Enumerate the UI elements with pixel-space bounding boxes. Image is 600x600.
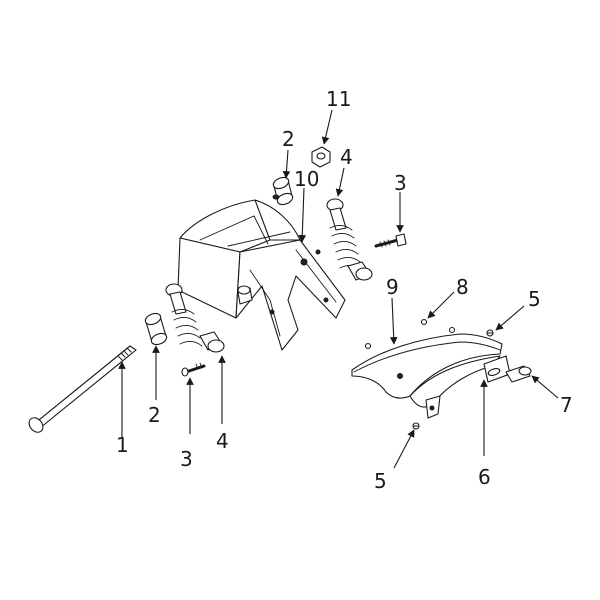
leader-11 — [321, 109, 333, 145]
callout-7: 7 — [560, 393, 573, 417]
callout-6: 6 — [478, 465, 491, 489]
bushing-part-2-upper — [272, 176, 294, 206]
callout-2-lower: 2 — [148, 403, 161, 427]
leader-8 — [427, 291, 455, 319]
screws-part-8 — [364, 318, 456, 350]
callout-8: 8 — [456, 275, 469, 299]
callout-3-lower: 3 — [180, 447, 193, 471]
fender-part-9 — [351, 333, 511, 419]
callout-10: 10 — [294, 167, 319, 191]
leader-5-lower — [393, 429, 415, 469]
callout-numbers: 1 2 3 4 2 10 11 4 3 9 8 5 7 6 5 — [116, 87, 573, 493]
callout-5-lower: 5 — [374, 469, 387, 493]
shock-absorber-part-4-lower — [165, 283, 225, 353]
leader-10 — [298, 187, 307, 243]
bolt-part-3-upper — [374, 233, 407, 248]
leader-2-upper — [282, 149, 291, 179]
leader-4-upper — [335, 167, 345, 197]
swing-arm-frame-part-10 — [177, 199, 346, 351]
leader-7 — [531, 375, 559, 399]
screw-part-5-lower — [412, 422, 420, 430]
callout-4-upper: 4 — [340, 145, 353, 169]
callout-11: 11 — [326, 87, 351, 111]
nut-part-11 — [311, 146, 331, 168]
leader-5-upper — [495, 305, 525, 331]
callout-1: 1 — [116, 433, 129, 457]
leader-lines — [118, 109, 559, 469]
axle-bolt-part-1 — [28, 345, 137, 433]
shock-absorber-part-4-upper — [326, 198, 373, 281]
callout-4-lower: 4 — [216, 429, 229, 453]
callout-9: 9 — [386, 275, 399, 299]
spacer-part-7 — [505, 365, 532, 383]
callout-2-upper: 2 — [282, 127, 295, 151]
bushing-part-2-lower — [144, 312, 168, 346]
bolt-part-3-lower — [181, 362, 206, 377]
callout-5-upper: 5 — [528, 287, 541, 311]
callout-3-upper: 3 — [394, 171, 407, 195]
leader-9 — [389, 297, 398, 345]
screw-part-5-upper — [486, 329, 494, 337]
